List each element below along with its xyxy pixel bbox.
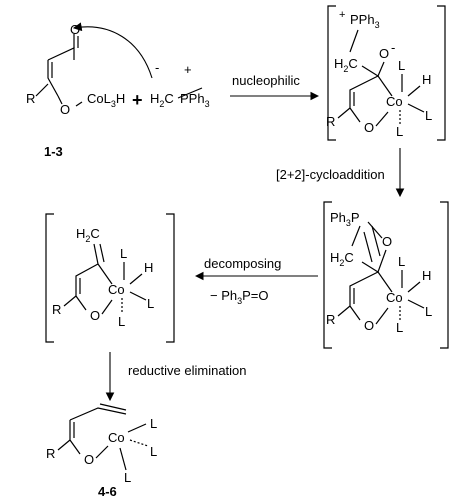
oxaph-oxygen: O bbox=[382, 234, 392, 249]
label-byproduct: − Ph3P=O bbox=[210, 288, 269, 306]
ylide-ch2: H2C bbox=[150, 91, 174, 109]
phosphonium-ylide: - + H2C PPh3 bbox=[150, 60, 210, 109]
label-reductive-elimination: reductive elimination bbox=[128, 363, 247, 378]
betaine-ring-o: O bbox=[364, 120, 374, 135]
betaine-co: Co bbox=[386, 94, 403, 109]
product-l-right: L bbox=[150, 444, 157, 459]
oxaph-l-right: L bbox=[425, 304, 432, 319]
label-nucleophilic: nucleophilic bbox=[232, 73, 300, 88]
vinyl-co: Co bbox=[108, 282, 125, 297]
ylide-pph3: PPh3 bbox=[180, 91, 210, 109]
oxaph-l-bottom: L bbox=[396, 320, 403, 335]
oxaph-r: R bbox=[326, 312, 335, 327]
product-r: R bbox=[46, 446, 55, 461]
betaine-l-bottom: L bbox=[396, 124, 403, 139]
oxaph-ch2: H2C bbox=[330, 250, 354, 268]
betaine-intermediate: + PPh3 H2C O - R O Co L H L L bbox=[326, 5, 446, 141]
compound-1-3: O R O CoL3H 1-3 bbox=[26, 22, 125, 159]
product-co: Co bbox=[108, 430, 125, 445]
betaine-o-minus: - bbox=[391, 40, 395, 55]
ring-oxygen: O bbox=[60, 102, 70, 117]
product-4-6: R O Co L L L 4-6 bbox=[46, 403, 157, 499]
nucleophilic-attack-arrow bbox=[72, 22, 153, 79]
r-group: R bbox=[26, 91, 35, 106]
betaine-l-right: L bbox=[425, 108, 432, 123]
oxaph-l-top: L bbox=[398, 254, 405, 269]
betaine-r: R bbox=[326, 114, 335, 129]
plus-sign: + bbox=[132, 90, 143, 110]
betaine-l-top: L bbox=[398, 58, 405, 73]
vinyl-cobalt-intermediate: H2C R O Co L H L L bbox=[45, 213, 175, 343]
vinyl-r: R bbox=[52, 302, 61, 317]
vinyl-ring-o: O bbox=[90, 308, 100, 323]
oxaph-h: H bbox=[422, 268, 431, 283]
vinyl-h: H bbox=[144, 260, 153, 275]
ylide-plus: + bbox=[184, 62, 192, 77]
betaine-ch2: H2C bbox=[334, 56, 358, 74]
label-cycloaddition: [2+2]-cycloaddition bbox=[276, 167, 385, 182]
vinyl-l-bottom: L bbox=[118, 314, 125, 329]
oxaph-ring-o: O bbox=[364, 318, 374, 333]
oxaph-co: Co bbox=[386, 290, 403, 305]
oxaphosphetane-intermediate: Ph3P O H2C R O Co L H L L bbox=[323, 201, 449, 349]
betaine-plus: + bbox=[339, 9, 345, 21]
ylide-minus: - bbox=[155, 60, 159, 75]
betaine-h: H bbox=[422, 72, 431, 87]
label-decomposing: decomposing bbox=[204, 256, 281, 271]
product-ring-o: O bbox=[84, 452, 94, 467]
vinyl-l-right: L bbox=[147, 296, 154, 311]
compound-label-4-6: 4-6 bbox=[98, 484, 117, 499]
carbonyl-oxygen: O bbox=[70, 22, 80, 37]
oxaph-ph3p: Ph3P bbox=[330, 210, 360, 228]
betaine-pph3: PPh3 bbox=[350, 12, 380, 30]
vinyl-ch2: H2C bbox=[76, 226, 100, 244]
vinyl-l-top: L bbox=[120, 246, 127, 261]
betaine-oxygen: O bbox=[379, 46, 389, 61]
cobalt-ligand-label: CoL3H bbox=[87, 91, 125, 109]
product-l-top: L bbox=[150, 416, 157, 431]
compound-label-1-3: 1-3 bbox=[44, 144, 63, 159]
product-l-bottom: L bbox=[124, 470, 131, 485]
